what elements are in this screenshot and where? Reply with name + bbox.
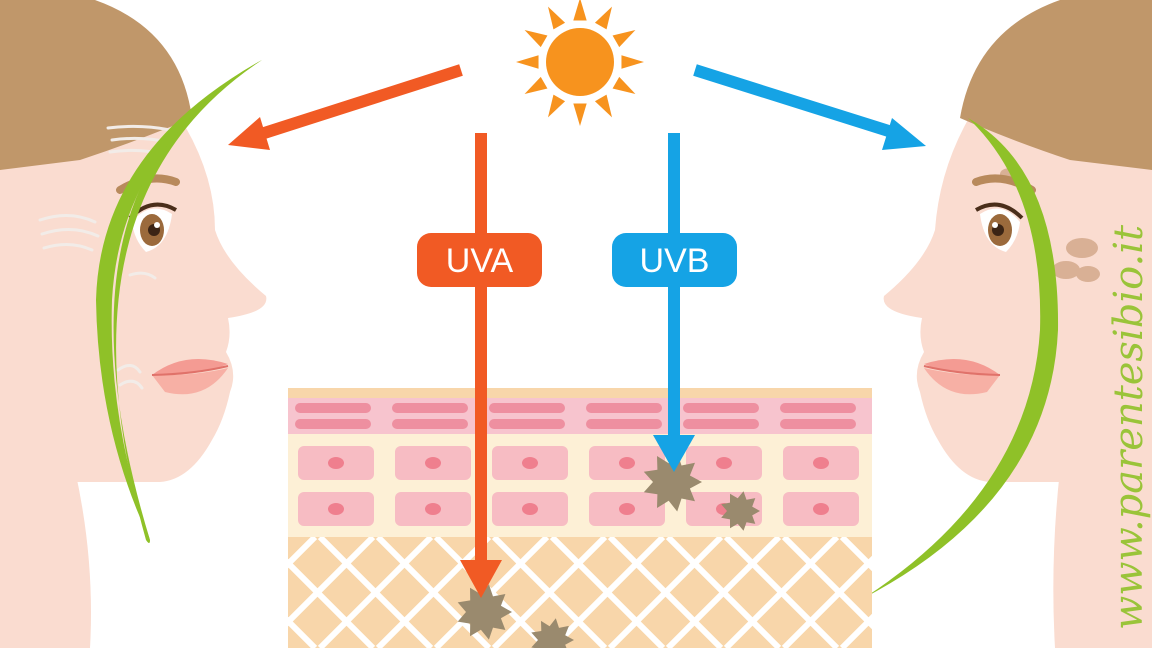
sun-ray xyxy=(548,94,566,118)
sun-ray xyxy=(524,30,548,48)
right-eye xyxy=(974,202,1024,252)
sun-ray xyxy=(573,103,587,126)
right-face xyxy=(883,0,1152,648)
uvb-arrow-to-face xyxy=(693,64,926,150)
cell-nucleus xyxy=(813,503,829,515)
uva-arrow-to-face xyxy=(228,64,463,150)
collagen-fiber xyxy=(491,537,608,648)
sun-ray xyxy=(548,6,566,30)
flat-cell xyxy=(295,403,371,413)
dermis-layer xyxy=(288,537,872,648)
flat-cell xyxy=(586,419,662,429)
melanin-spot xyxy=(457,584,512,640)
cell-nucleus xyxy=(522,457,538,469)
collagen-fiber xyxy=(146,537,257,648)
sun-ray xyxy=(612,30,636,48)
collagen-fiber xyxy=(900,537,1011,648)
flat-cell xyxy=(392,403,468,413)
collagen-fiber xyxy=(958,537,1069,648)
sun-ray xyxy=(594,94,612,118)
right-age-spots xyxy=(1000,168,1100,282)
epidermis-layer xyxy=(288,434,872,538)
collagen-fiber xyxy=(375,537,492,648)
cell-nucleus xyxy=(328,457,344,469)
sun-ray xyxy=(594,6,612,30)
uva-arrow-into-dermis xyxy=(460,133,502,598)
flat-cell xyxy=(780,403,856,413)
right-hair xyxy=(960,0,1152,170)
collagen-fiber xyxy=(958,537,1069,648)
collagen-fiber xyxy=(839,537,872,572)
flat-cell xyxy=(489,419,565,429)
melanin-spot xyxy=(531,618,574,648)
collagen-fiber xyxy=(88,537,199,648)
stratum-corneum-cells xyxy=(295,403,856,429)
collagen-fiber xyxy=(88,537,199,648)
flat-cell xyxy=(392,419,468,429)
cell-nucleus xyxy=(425,503,441,515)
epidermis-cells xyxy=(298,446,859,526)
uvb-label-text: UVB xyxy=(640,242,710,280)
melanin-spots xyxy=(457,452,760,648)
left-face xyxy=(0,0,267,648)
melanin-spot xyxy=(721,491,760,531)
collagen-fiber xyxy=(665,537,782,648)
cell-nucleus xyxy=(716,457,732,469)
flat-cell xyxy=(683,419,759,429)
flat-cell xyxy=(295,419,371,429)
left-shield-body xyxy=(96,60,262,540)
collagen-fiber xyxy=(549,537,666,648)
collagen-fiber xyxy=(146,537,257,648)
collagen-fiber xyxy=(723,537,840,648)
left-shield xyxy=(113,60,262,543)
right-neck xyxy=(1053,460,1152,648)
sun-ray xyxy=(516,55,539,69)
sun-icon xyxy=(516,0,644,126)
flat-cell xyxy=(586,403,662,413)
sun-ray xyxy=(573,0,587,21)
cell-nucleus xyxy=(425,457,441,469)
collagen-fiber xyxy=(839,613,872,648)
cell-nucleus xyxy=(328,503,344,515)
flat-cell xyxy=(683,403,759,413)
skin-cross-section xyxy=(88,388,1069,648)
collagen-fiber xyxy=(781,555,872,648)
right-lips xyxy=(923,358,1001,395)
cell-nucleus xyxy=(522,503,538,515)
melanin-spot xyxy=(643,452,702,512)
uvb-label: UVB xyxy=(612,233,737,287)
collagen-fiber xyxy=(900,537,1011,648)
cell-nucleus xyxy=(813,457,829,469)
collagen-fiber xyxy=(317,537,434,648)
uva-label-text: UVA xyxy=(446,242,514,280)
sun-ray xyxy=(612,76,636,94)
collagen-fiber xyxy=(288,616,318,648)
collagen-fiber xyxy=(288,537,318,569)
collagen-fiber xyxy=(288,537,376,627)
sun-ray xyxy=(524,76,548,94)
flat-cell xyxy=(780,419,856,429)
skin-top-edge xyxy=(288,388,872,400)
watermark: www.parentesibio.it xyxy=(1106,224,1152,630)
cell-nucleus xyxy=(619,503,635,515)
left-lips xyxy=(151,358,229,395)
uva-label: UVA xyxy=(417,233,542,287)
cell-nucleus xyxy=(619,457,635,469)
left-neck xyxy=(0,470,91,648)
stratum-corneum xyxy=(288,398,872,434)
flat-cell xyxy=(489,403,565,413)
collagen-fiber xyxy=(607,537,724,648)
sun-ray xyxy=(621,55,644,69)
